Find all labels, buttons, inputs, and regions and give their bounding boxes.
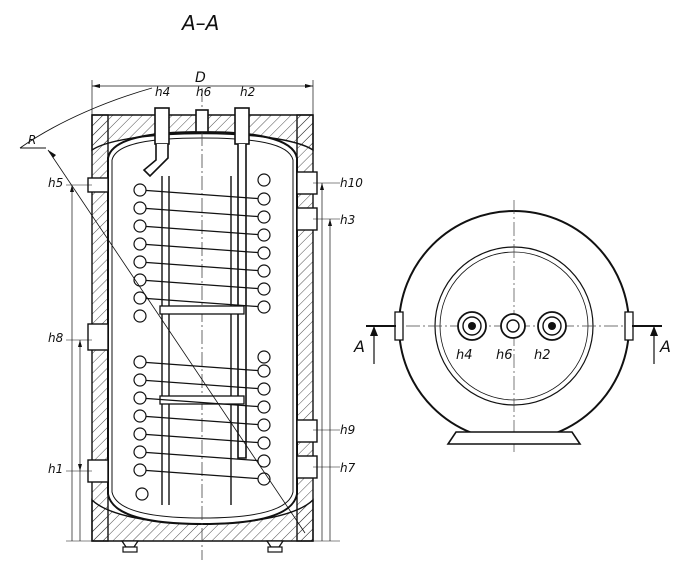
label-top-h2: h2 bbox=[240, 85, 255, 99]
nozzle-h6 bbox=[195, 109, 209, 133]
label-h9: h9 bbox=[340, 423, 355, 437]
section-marker-right-label: A bbox=[659, 337, 671, 356]
end-view-base bbox=[446, 431, 582, 445]
end-label-h4: h4 bbox=[456, 348, 473, 363]
end-label-h6: h6 bbox=[496, 348, 513, 363]
nozzle-h4 bbox=[154, 107, 170, 145]
tank-section-view: D R h4 h6 h2 h5 h8 h1 h10 h3 bbox=[19, 70, 363, 560]
section-marker-right bbox=[632, 325, 662, 364]
label-h3: h3 bbox=[340, 213, 355, 227]
label-h1: h1 bbox=[48, 462, 63, 476]
label-top-h4: h4 bbox=[155, 85, 170, 99]
port-h4 bbox=[457, 311, 487, 341]
coil-inlet-pipe bbox=[142, 144, 169, 178]
section-marker-left bbox=[366, 325, 396, 364]
label-h8: h8 bbox=[48, 331, 64, 345]
radius-leader bbox=[19, 87, 153, 149]
coil-lower bbox=[133, 350, 271, 501]
nozzle-h2 bbox=[234, 107, 250, 145]
radius-line bbox=[47, 149, 306, 534]
radius-R-label: R bbox=[28, 133, 36, 147]
label-top-h6: h6 bbox=[196, 85, 212, 99]
foot-right bbox=[265, 540, 285, 548]
label-h7: h7 bbox=[340, 461, 356, 475]
nozzle-h9 bbox=[296, 419, 318, 443]
nozzle-h8 bbox=[87, 323, 109, 351]
port-h6 bbox=[500, 313, 526, 339]
coil-upper bbox=[133, 173, 271, 323]
section-title: A–A bbox=[180, 11, 219, 35]
port-h2 bbox=[537, 311, 567, 341]
end-label-h2: h2 bbox=[534, 348, 551, 363]
label-h10: h10 bbox=[340, 176, 363, 190]
section-marker-left-label: A bbox=[353, 337, 365, 356]
label-h5: h5 bbox=[48, 176, 63, 190]
insulation-bottom-cap bbox=[91, 498, 314, 542]
coil-outlet-pipe bbox=[237, 144, 247, 459]
foot-left bbox=[120, 540, 140, 548]
tank-end-view: A A h4 h6 h2 bbox=[353, 200, 671, 452]
coil-bracket-upper bbox=[159, 305, 245, 315]
dimension-D-label: D bbox=[195, 70, 206, 86]
